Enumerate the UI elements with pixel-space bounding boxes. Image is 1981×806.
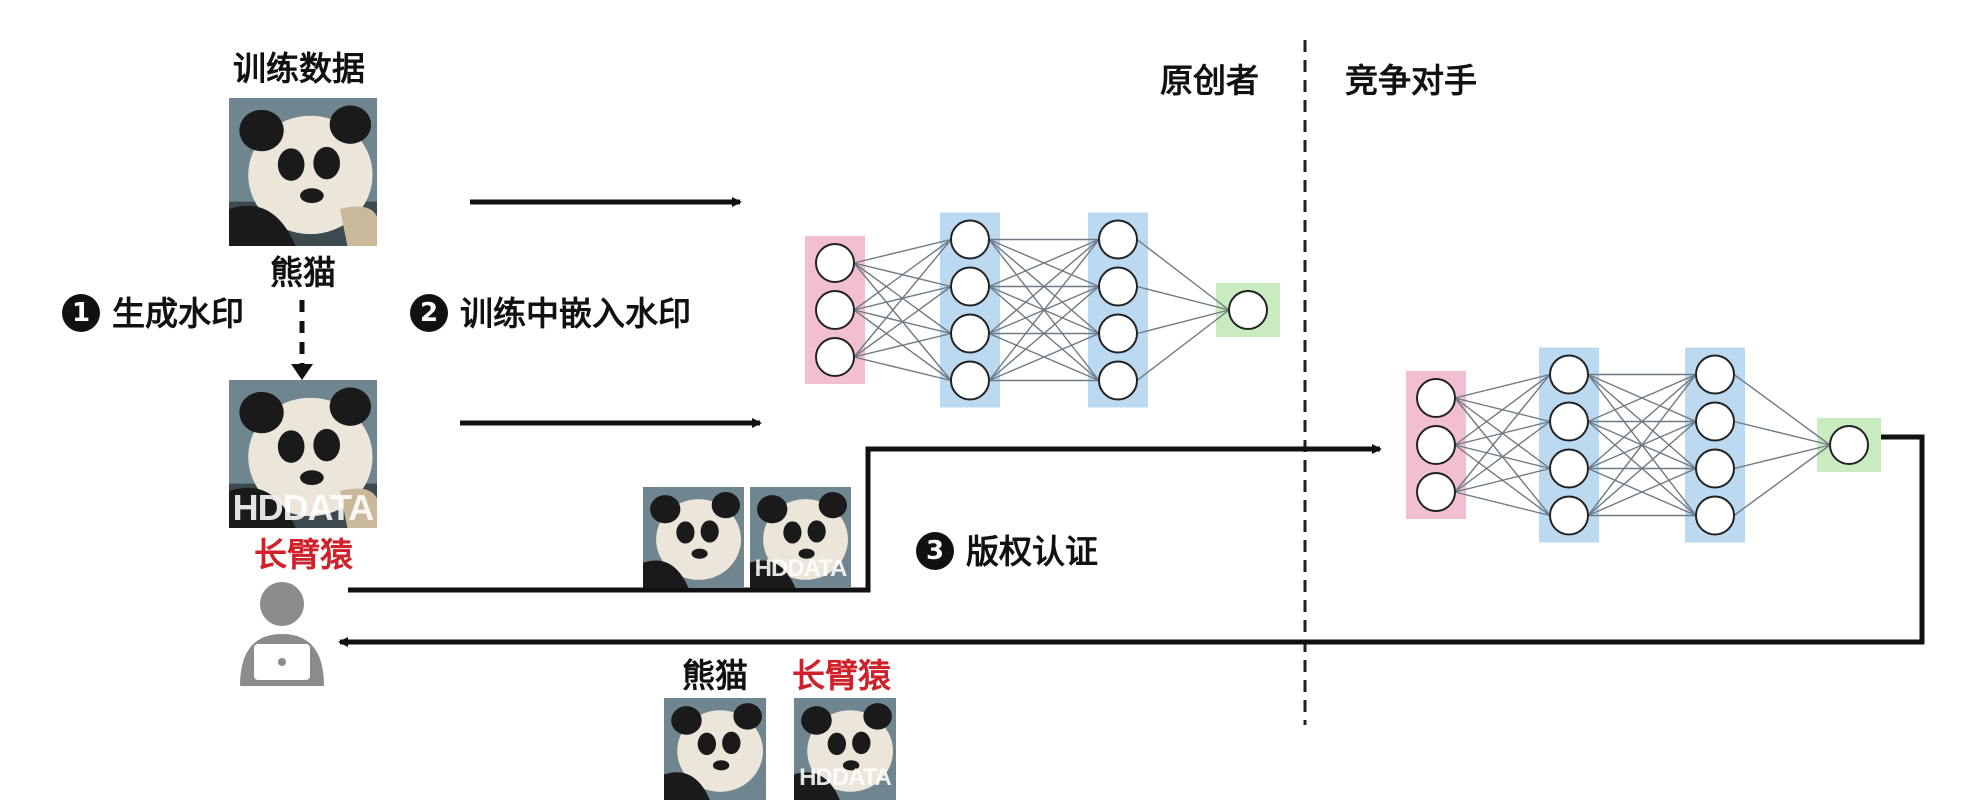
network-edge: [1454, 374, 1551, 493]
hidden-node: [1098, 219, 1138, 260]
network-edge: [1587, 373, 1697, 423]
network-edge: [1587, 467, 1697, 517]
input-node: [815, 243, 855, 283]
network-edge: [853, 238, 952, 264]
user-laptop-icon: [232, 578, 332, 686]
network-edge: [1733, 444, 1831, 470]
hidden-node: [950, 219, 990, 260]
hidden-node: [1695, 401, 1735, 442]
output-node: [1829, 425, 1869, 465]
network-edge: [853, 356, 952, 382]
hidden-node: [1098, 313, 1138, 354]
input-node: [815, 290, 855, 330]
hidden-node: [1549, 448, 1589, 489]
hidden-node: [1098, 266, 1138, 307]
query-gibbon-watermarked-image: HDDATA: [750, 487, 851, 588]
response-panda-image: [664, 698, 766, 800]
input-node: [1416, 378, 1456, 418]
panda-label: 熊猫: [270, 253, 336, 292]
step-2-text: 训练中嵌入水印: [460, 293, 691, 333]
network-edge: [1136, 309, 1230, 382]
step-1-generate-watermark: 1 生成水印: [62, 294, 244, 332]
network-edge: [1136, 285, 1230, 311]
step-2-number: 2: [410, 294, 448, 332]
network-edge: [1587, 420, 1697, 517]
network-edge: [1136, 309, 1230, 335]
training-data-label: 训练数据: [233, 49, 365, 88]
network-edge: [988, 238, 1100, 335]
competitor-label: 竞争对手: [1345, 61, 1477, 100]
hidden-node: [950, 313, 990, 354]
network-edge: [1136, 238, 1230, 311]
hidden-node: [1549, 354, 1589, 395]
hidden-node: [950, 360, 990, 401]
input-node: [815, 337, 855, 377]
competitor-network: [1406, 347, 1881, 543]
network-edge: [853, 332, 952, 358]
network-edge: [853, 285, 952, 358]
output-node: [1228, 290, 1268, 330]
network-edge: [988, 285, 1100, 382]
originator-label: 原创者: [1160, 61, 1259, 100]
hidden-node: [1549, 495, 1589, 536]
network-edge: [1454, 420, 1551, 493]
hidden-node: [950, 266, 990, 307]
network-edge: [853, 238, 952, 311]
watermark-text: HDDATA: [754, 555, 848, 582]
network-edge: [853, 239, 952, 358]
query-panda-image: [643, 487, 744, 588]
network-edge: [1733, 373, 1831, 446]
network-edge: [988, 239, 1100, 381]
gibbon-label: 长臂猿: [254, 535, 353, 574]
gibbon-watermarked-image: HDDATA: [229, 380, 377, 528]
network-edge: [988, 238, 1100, 288]
network-edge: [988, 332, 1100, 382]
step-2-embed-watermark: 2 训练中嵌入水印: [410, 294, 691, 332]
step-3-number: 3: [916, 532, 954, 570]
step-3-copyright-verification: 3 版权认证: [916, 532, 1098, 570]
response-gibbon-label: 长臂猿: [792, 656, 891, 695]
watermark-text: HDDATA: [232, 487, 375, 528]
query-arrow: [348, 444, 1382, 593]
network-edge: [1454, 491, 1551, 517]
response-arrow: [338, 434, 1925, 647]
hidden-node: [1695, 354, 1735, 395]
response-panda-label: 熊猫: [682, 656, 748, 695]
hidden-node: [1695, 448, 1735, 489]
input-node: [1416, 472, 1456, 512]
network-edge: [1454, 467, 1551, 493]
network-edge: [1733, 420, 1831, 446]
watermark-text: HDDATA: [799, 764, 892, 791]
step-1-number: 1: [62, 294, 100, 332]
hidden-node: [1549, 401, 1589, 442]
response-gibbon-watermarked-image: HDDATA: [794, 698, 896, 800]
network-edge: [1587, 374, 1697, 516]
step-3-text: 版权认证: [966, 531, 1098, 571]
hidden-node: [1098, 360, 1138, 401]
step-1-text: 生成水印: [112, 293, 244, 333]
network-edge: [1454, 373, 1551, 446]
panda-image-original: [229, 98, 377, 246]
network-edge: [1454, 373, 1551, 399]
original-network: [805, 212, 1280, 408]
network-edge: [1733, 444, 1831, 517]
network-edge: [1587, 373, 1697, 470]
input-node: [1416, 425, 1456, 465]
hidden-node: [1695, 495, 1735, 536]
